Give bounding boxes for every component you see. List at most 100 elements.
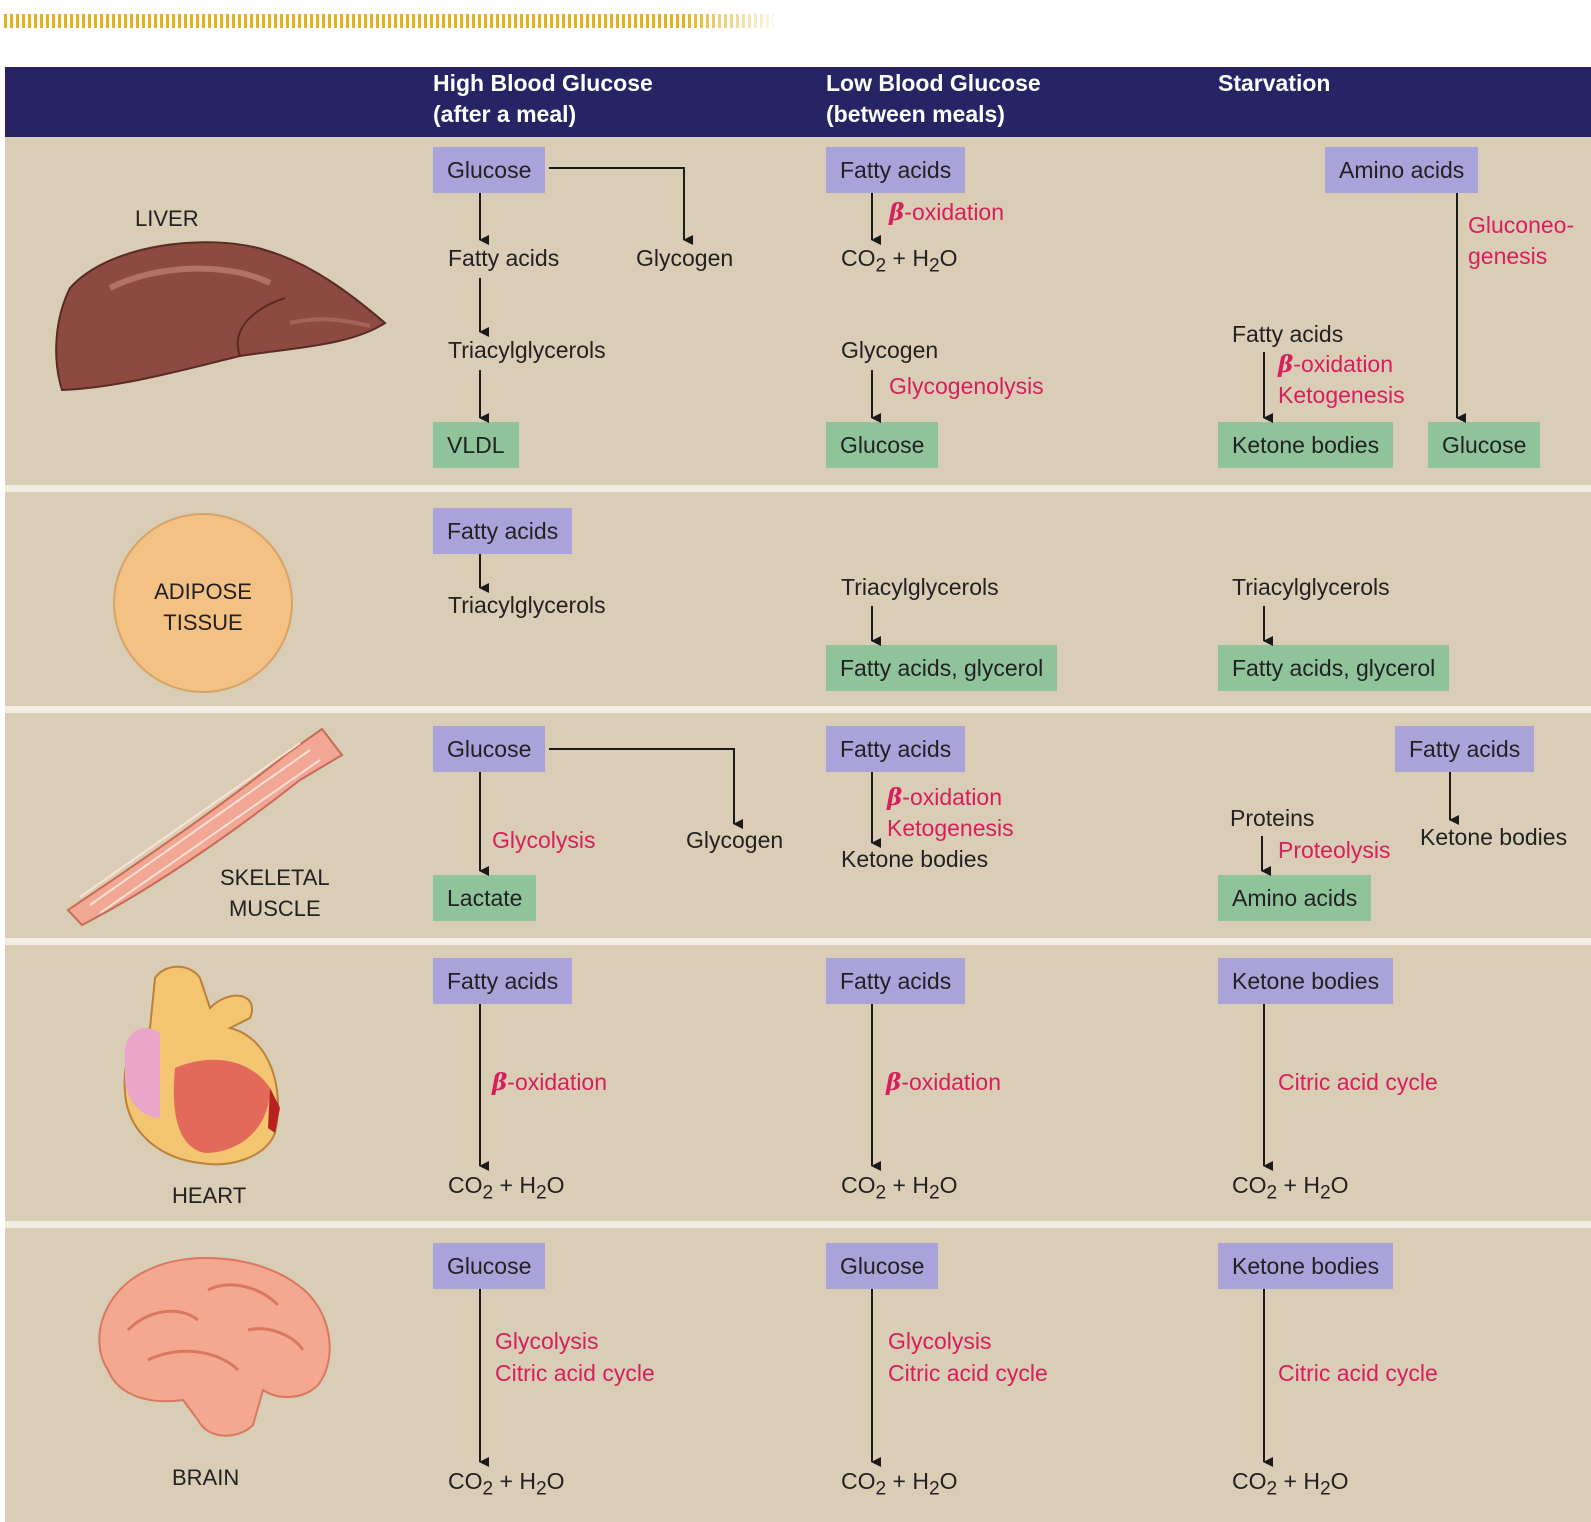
subscript: 2 [876,1183,887,1204]
muscle-high-glucose-box: Glucose [433,726,545,772]
beta-symbol: β [889,199,904,226]
brain-low-citric-acid-cycle: Citric acid cycle [888,1358,1048,1389]
row-separator [5,706,1591,713]
column-header-high-line1: High Blood Glucose [433,68,653,99]
oxygen-text: O [1331,1468,1349,1494]
muscle-starvation-fatty-acids-box: Fatty acids [1395,726,1534,772]
row-separator [5,1221,1591,1228]
beta-oxidation-text: -oxidation [1293,351,1393,377]
oxygen-text: O [1331,1172,1349,1198]
liver-high-glucose-box: Glucose [433,147,545,193]
heart-high-co2-h2o: CO2 + H2O [448,1170,565,1209]
heart-low-beta-oxidation: β-oxidation [886,1067,1001,1098]
co2-text: CO [841,1468,876,1494]
liver-high-vldl-box: VLDL [433,422,519,468]
oxygen-text: O [547,1172,565,1198]
subscript: 2 [929,256,940,277]
beta-symbol: β [887,784,902,811]
heart-high-beta-oxidation: β-oxidation [492,1067,607,1098]
liver-starvation-amino-acids-box: Amino acids [1325,147,1478,193]
column-header-low-line2: (between meals) [826,99,1041,130]
oxygen-text: O [940,245,958,271]
co2-text: CO [841,1172,876,1198]
subscript: 2 [1267,1183,1278,1204]
organ-label-adipose-line2: TISSUE [112,607,294,638]
muscle-low-ketogenesis: Ketogenesis [887,813,1014,844]
heart-starvation-citric-acid-cycle: Citric acid cycle [1278,1067,1438,1098]
liver-low-glycogenolysis: Glycogenolysis [889,371,1044,402]
brain-icon [88,1250,338,1445]
oxygen-text: O [940,1468,958,1494]
organ-label-adipose: ADIPOSE TISSUE [112,576,294,638]
beta-symbol: β [886,1069,901,1096]
subscript: 2 [876,1479,887,1500]
liver-low-co2-h2o: CO2 + H2O [841,243,958,282]
heart-high-fatty-acids-box: Fatty acids [433,958,572,1004]
adipose-low-products-box: Fatty acids, glycerol [826,645,1057,691]
gluconeogenesis-line2: genesis [1468,241,1574,272]
muscle-high-glycolysis: Glycolysis [492,825,596,856]
h2o-text: + H [886,245,929,271]
co2-text: CO [448,1172,483,1198]
oxygen-text: O [940,1172,958,1198]
brain-starvation-citric-acid-cycle: Citric acid cycle [1278,1358,1438,1389]
brain-high-glucose-box: Glucose [433,1243,545,1289]
column-header-low: Low Blood Glucose (between meals) [826,68,1041,130]
muscle-starvation-proteins: Proteins [1230,803,1314,834]
brain-starvation-co2-h2o: CO2 + H2O [1232,1466,1349,1505]
liver-starvation-ketogenesis: Ketogenesis [1278,380,1405,411]
subscript: 2 [483,1479,494,1500]
muscle-high-lactate-box: Lactate [433,875,536,921]
liver-starvation-glucose-box: Glucose [1428,422,1540,468]
organ-label-muscle-line1: SKELETAL [220,862,330,893]
dotted-rule [4,14,774,28]
co2-text: CO [1232,1468,1267,1494]
row-separator [5,938,1591,945]
liver-starvation-fatty-acids: Fatty acids [1232,319,1343,350]
liver-icon [50,228,390,403]
beta-oxidation-text: -oxidation [904,199,1004,225]
header-bar [5,67,1591,137]
h2o-text: + H [1277,1468,1320,1494]
muscle-starvation-ketone-bodies: Ketone bodies [1420,822,1567,853]
muscle-low-fatty-acids-box: Fatty acids [826,726,965,772]
h2o-text: + H [493,1172,536,1198]
top-decoration [0,0,780,30]
subscript: 2 [876,256,887,277]
column-header-high-line2: (after a meal) [433,99,653,130]
subscript: 2 [1320,1479,1331,1500]
heart-icon [120,958,290,1173]
organ-label-muscle: SKELETAL MUSCLE [220,862,330,924]
column-header-starvation-line1: Starvation [1218,68,1330,99]
subscript: 2 [929,1479,940,1500]
oxygen-text: O [547,1468,565,1494]
liver-low-beta-oxidation: β-oxidation [889,197,1004,228]
subscript: 2 [536,1479,547,1500]
organ-label-brain: BRAIN [172,1462,239,1493]
liver-starvation-gluconeogenesis: Gluconeo- genesis [1468,210,1574,272]
brain-low-co2-h2o: CO2 + H2O [841,1466,958,1505]
row-separator [5,485,1591,492]
co2-text: CO [448,1468,483,1494]
organ-label-muscle-line2: MUSCLE [220,893,330,924]
beta-symbol: β [492,1069,507,1096]
co2-text: CO [1232,1172,1267,1198]
column-header-starvation: Starvation [1218,68,1330,99]
beta-oxidation-text: -oxidation [901,1069,1001,1095]
muscle-starvation-amino-acids-box: Amino acids [1218,875,1371,921]
brain-low-glucose-box: Glucose [826,1243,938,1289]
adipose-starvation-products-box: Fatty acids, glycerol [1218,645,1449,691]
liver-low-fatty-acids-box: Fatty acids [826,147,965,193]
h2o-text: + H [493,1468,536,1494]
subscript: 2 [1267,1479,1278,1500]
organ-label-adipose-line1: ADIPOSE [112,576,294,607]
organ-label-heart: HEART [172,1180,246,1211]
column-header-low-line1: Low Blood Glucose [826,68,1041,99]
co2-text: CO [841,245,876,271]
beta-symbol: β [1278,351,1293,378]
heart-low-co2-h2o: CO2 + H2O [841,1170,958,1209]
liver-low-glucose-box: Glucose [826,422,938,468]
liver-high-fatty-acids: Fatty acids [448,243,559,274]
h2o-text: + H [886,1172,929,1198]
liver-starvation-ketone-bodies-box: Ketone bodies [1218,422,1393,468]
